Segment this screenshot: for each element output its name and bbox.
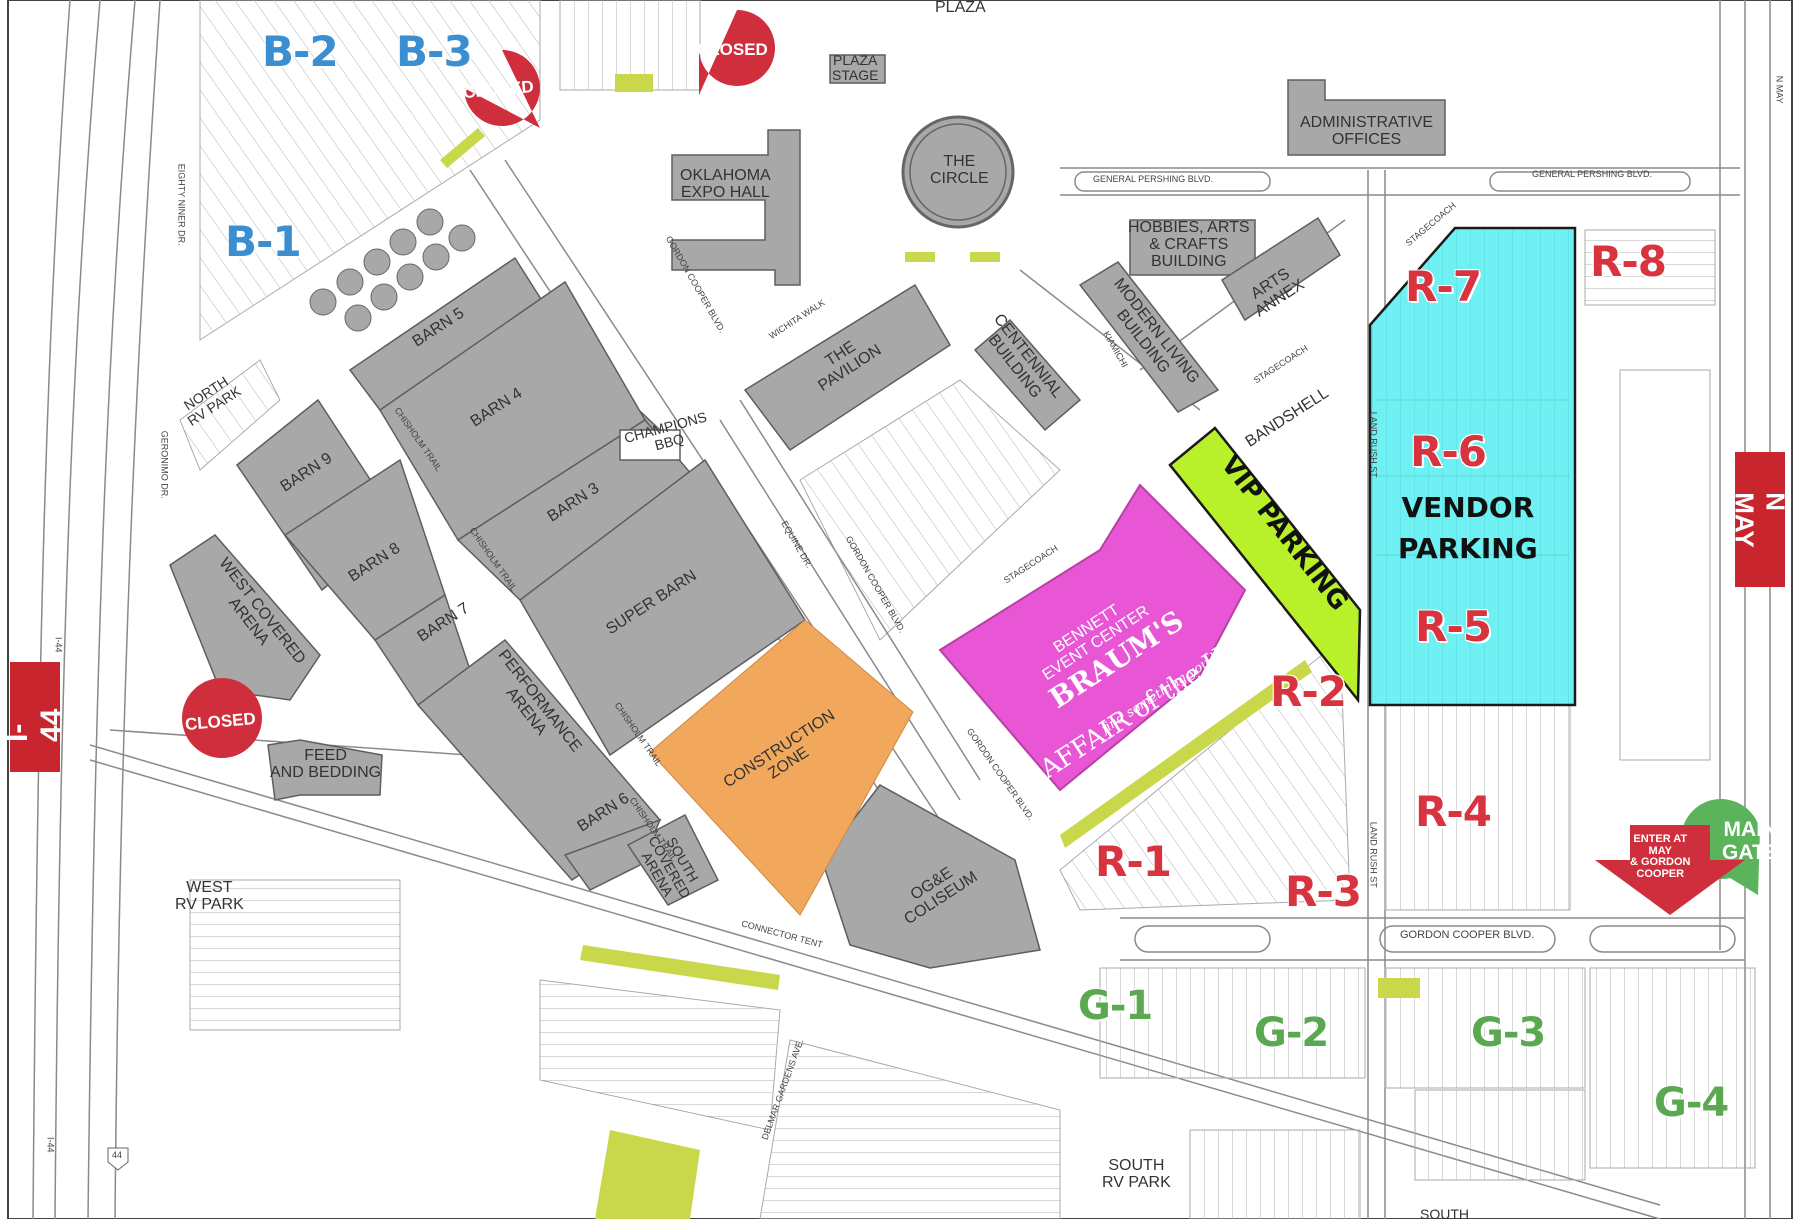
- lot-r6: R-6: [1410, 427, 1487, 476]
- south-rv-label: SOUTH RV PARK: [1102, 1157, 1171, 1191]
- lot-g1: G-1: [1078, 983, 1153, 1029]
- lot-r8: R-8: [1590, 237, 1667, 286]
- vendor-parking-zone: [1368, 226, 1577, 707]
- lot-r7: R-7: [1405, 262, 1482, 311]
- south-label: SOUTH: [1420, 1206, 1469, 1222]
- closed-label-1: CLOSED: [697, 40, 768, 59]
- closed-pin-2: [464, 50, 540, 128]
- n-may-sign: N MAY: [1730, 452, 1791, 587]
- street-general-pershing-2: GENERAL PERSHING BLVD.: [1532, 169, 1653, 179]
- lot-r1: R-1: [1095, 837, 1172, 886]
- street-eighty-niner: EIGHTY NINER DR.: [176, 163, 187, 246]
- plaza-stage-label: PLAZA STAGE: [832, 52, 879, 83]
- enter-arrow: [1595, 825, 1745, 915]
- construction-zone: [649, 619, 914, 916]
- closed-pin-3: [182, 678, 262, 768]
- lot-r4: R-4: [1415, 787, 1492, 836]
- street-n-may-small: N MAY: [1774, 75, 1785, 104]
- lot-g4: G-4: [1654, 1080, 1729, 1126]
- lot-g2: G-2: [1254, 1010, 1329, 1056]
- the-circle-building: [901, 115, 1015, 229]
- street-i44-b: I-44: [45, 1136, 56, 1153]
- route-44-label: 44: [112, 1150, 123, 1160]
- i44-highway: [32, 0, 161, 1220]
- railway: [89, 744, 1661, 1220]
- buildings: [169, 54, 1446, 969]
- admin-label: ADMINISTRATIVE OFFICES: [1300, 114, 1434, 148]
- i44-sign: I-44: [1, 662, 68, 772]
- main-gate-label: MAIN GATE: [1722, 818, 1779, 865]
- feed-bedding-label: FEED AND BEDDING: [270, 747, 382, 781]
- gordon-cooper-road: [1120, 917, 1745, 961]
- bennett-event-center: [938, 483, 1247, 792]
- lot-g3: G-3: [1471, 1010, 1546, 1056]
- i44-sign-text: I-44: [1, 708, 68, 742]
- vendor-parking-label: VENDOR PARKING: [1398, 491, 1538, 565]
- lot-r3: R-3: [1285, 867, 1362, 916]
- street-i44-a: I-44: [53, 636, 64, 653]
- west-rv-label: WEST RV PARK: [175, 879, 244, 913]
- lot-b3: B-3: [396, 27, 473, 76]
- lot-r2: R-2: [1270, 667, 1347, 716]
- hobbies-label: HOBBIES, ARTS & CRAFTS BUILDING: [1128, 219, 1250, 270]
- circle-label: THE CIRCLE: [930, 153, 989, 187]
- lot-r5: R-5: [1415, 602, 1492, 651]
- street-geronimo: GERONIMO DR.: [159, 430, 170, 499]
- street-land-rush-1: LAND RUSH ST: [1368, 411, 1379, 478]
- closed-pin-1: [699, 10, 775, 95]
- route-44-shield: [107, 1147, 129, 1171]
- street-gordon-cooper: GORDON COOPER BLVD.: [1400, 929, 1535, 941]
- vip-parking-zone: [1168, 426, 1362, 704]
- expo-hall-label: OKLAHOMA EXPO HALL: [680, 167, 771, 201]
- lot-b1: B-1: [225, 217, 302, 266]
- lot-b2: B-2: [262, 27, 339, 76]
- enter-label: ENTER AT MAY & GORDON COOPER: [1630, 833, 1691, 880]
- plaza-label: PLAZA: [935, 0, 986, 16]
- street-general-pershing-1: GENERAL PERSHING BLVD.: [1093, 174, 1214, 184]
- street-land-rush-2: LAND RUSH ST: [1368, 821, 1379, 888]
- parking-lots: [179, 0, 1756, 1220]
- n-may-sign-text: N MAY: [1730, 491, 1792, 548]
